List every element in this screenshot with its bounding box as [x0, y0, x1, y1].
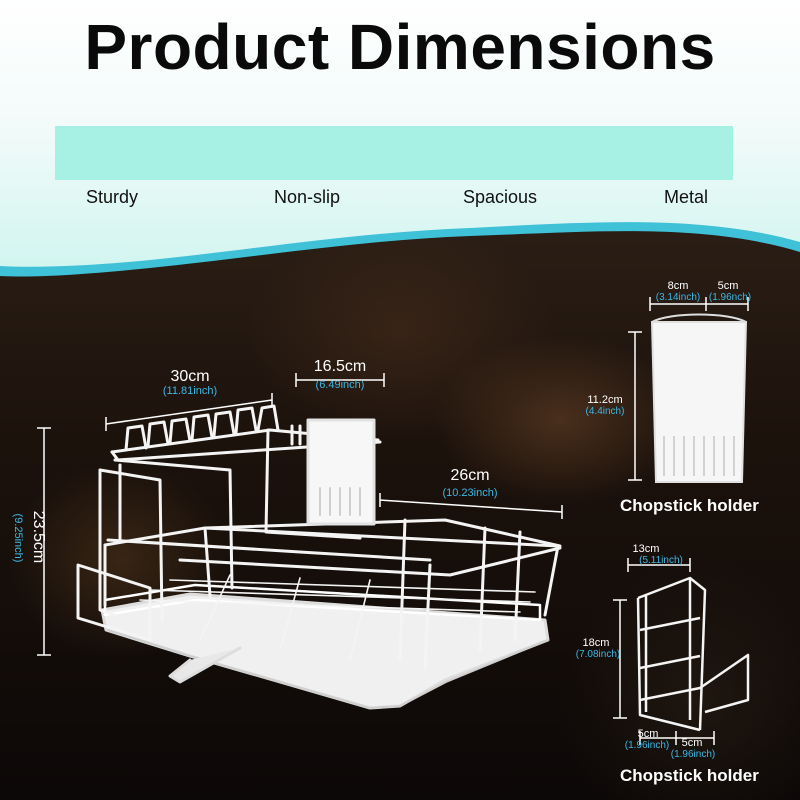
wire-holder-height-inch-label: (7.08inch): [575, 649, 621, 660]
wire-holder-height-label: 18cm: [582, 637, 610, 649]
wire-holder-bottom-a-inch-label: (1.96inch): [624, 740, 670, 751]
wire-holder-illustration: [636, 576, 750, 732]
rack-width-label: 30cm: [170, 368, 210, 385]
wire-holder-top-inch-label: (5.11inch): [639, 555, 683, 566]
wire-holder-top-label: 13cm: [632, 543, 660, 555]
feature-band: [55, 126, 733, 180]
wire-holder-caption: Chopstick holder: [620, 766, 759, 785]
feature-metal: Metal: [664, 187, 709, 207]
cup-holder-width-b-inch-label: (1.96nch): [708, 292, 752, 303]
page-title: Product Dimensions: [84, 11, 716, 83]
holder-width-label: 16.5cm: [313, 358, 367, 375]
cup-holder-width-a-inch-label: (3.14inch): [655, 292, 701, 303]
rack-height-inch-label: (9.25inch): [12, 513, 24, 563]
cup-holder-width-a-label: 8cm: [667, 280, 689, 292]
cup-holder-width-b-label: 5cm: [717, 280, 739, 292]
feature-sturdy: Sturdy: [86, 187, 139, 207]
feature-non-slip: Non-slip: [274, 187, 341, 207]
rack-height-label: 23.5cm: [30, 510, 47, 564]
feature-spacious: Spacious: [463, 187, 538, 207]
cup-holder-height-label: 11.2cm: [587, 394, 623, 406]
cup-holder-height-inch-label: (4.4inch): [585, 406, 625, 417]
wire-holder-bottom-b-label: 5cm: [681, 737, 703, 749]
rack-depth-inch-label: (10.23inch): [442, 487, 498, 499]
holder-width-inch-label: (6.49inch): [315, 379, 365, 391]
rack-width-inch-label: (11.81inch): [162, 385, 218, 397]
cup-holder-caption: Chopstick holder: [620, 496, 759, 515]
wire-holder-bottom-b-inch-label: (1.96inch): [670, 749, 716, 760]
cup-holder-illustration: [650, 313, 748, 483]
wire-holder-bottom-a-label: 5cm: [637, 728, 659, 740]
rack-depth-label: 26cm: [450, 467, 490, 484]
